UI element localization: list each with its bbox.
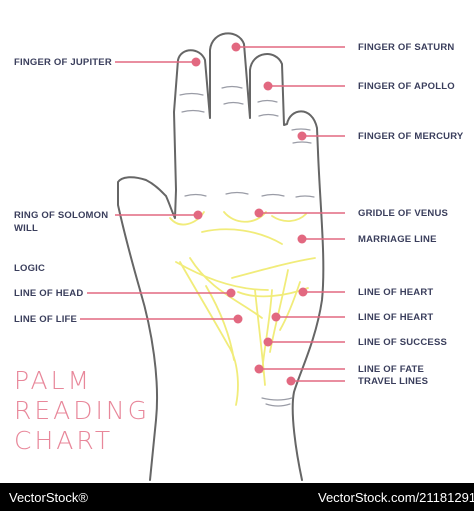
dot-apollo (263, 81, 273, 91)
title-line-3: CHART (14, 426, 114, 455)
label-will: WILL (14, 223, 39, 234)
watermark-brand: VectorStock® (9, 490, 88, 505)
watermark-url: VectorStock.com/21181291 (318, 490, 474, 505)
dot-travel (286, 376, 296, 386)
label-logic: LOGIC (14, 263, 46, 274)
dot-heart1 (298, 287, 308, 297)
watermark-bar: VectorStock® VectorStock.com/21181291 (0, 483, 474, 511)
dot-success (263, 337, 273, 347)
label-line-of-heart-1: LINE OF HEART (358, 287, 434, 298)
dot-fate (254, 364, 264, 374)
label-ring-of-solomon: RING OF SOLOMON (14, 210, 109, 221)
label-travel-lines: TRAVEL LINES (358, 376, 429, 387)
dot-jupiter (191, 57, 201, 67)
label-line-of-life: LINE OF LIFE (14, 314, 78, 325)
connector-dots (191, 42, 308, 386)
dot-life (233, 314, 243, 324)
title-line-2: READING (14, 396, 150, 425)
label-line-of-head: LINE OF HEAD (14, 288, 84, 299)
label-finger-of-mercury: FINGER OF MERCURY (358, 131, 464, 142)
dot-mercury (297, 131, 307, 141)
dot-head (226, 288, 236, 298)
dot-marriage (297, 234, 307, 244)
label-line-of-fate: LINE OF FATE (358, 364, 425, 375)
label-gridle-of-venus: GRIDLE OF VENUS (358, 208, 449, 219)
label-finger-of-jupiter: FINGER OF JUPITER (14, 57, 112, 68)
dot-venus (254, 208, 264, 218)
connector-lines (80, 46, 345, 382)
dot-saturn (231, 42, 241, 52)
title-line-1: PALM (14, 366, 93, 395)
label-finger-of-saturn: FINGER OF SATURN (358, 42, 455, 53)
palm-lines (169, 211, 316, 406)
dot-heart2 (271, 312, 281, 322)
knuckle-creases (179, 85, 315, 407)
label-line-of-heart-2: LINE OF HEART (358, 312, 434, 323)
label-marriage-line: MARRIAGE LINE (358, 234, 437, 245)
hand-outline (117, 32, 325, 481)
label-finger-of-apollo: FINGER OF APOLLO (358, 81, 455, 92)
label-line-of-success: LINE OF SUCCESS (358, 337, 448, 348)
dot-solomon (193, 210, 203, 220)
